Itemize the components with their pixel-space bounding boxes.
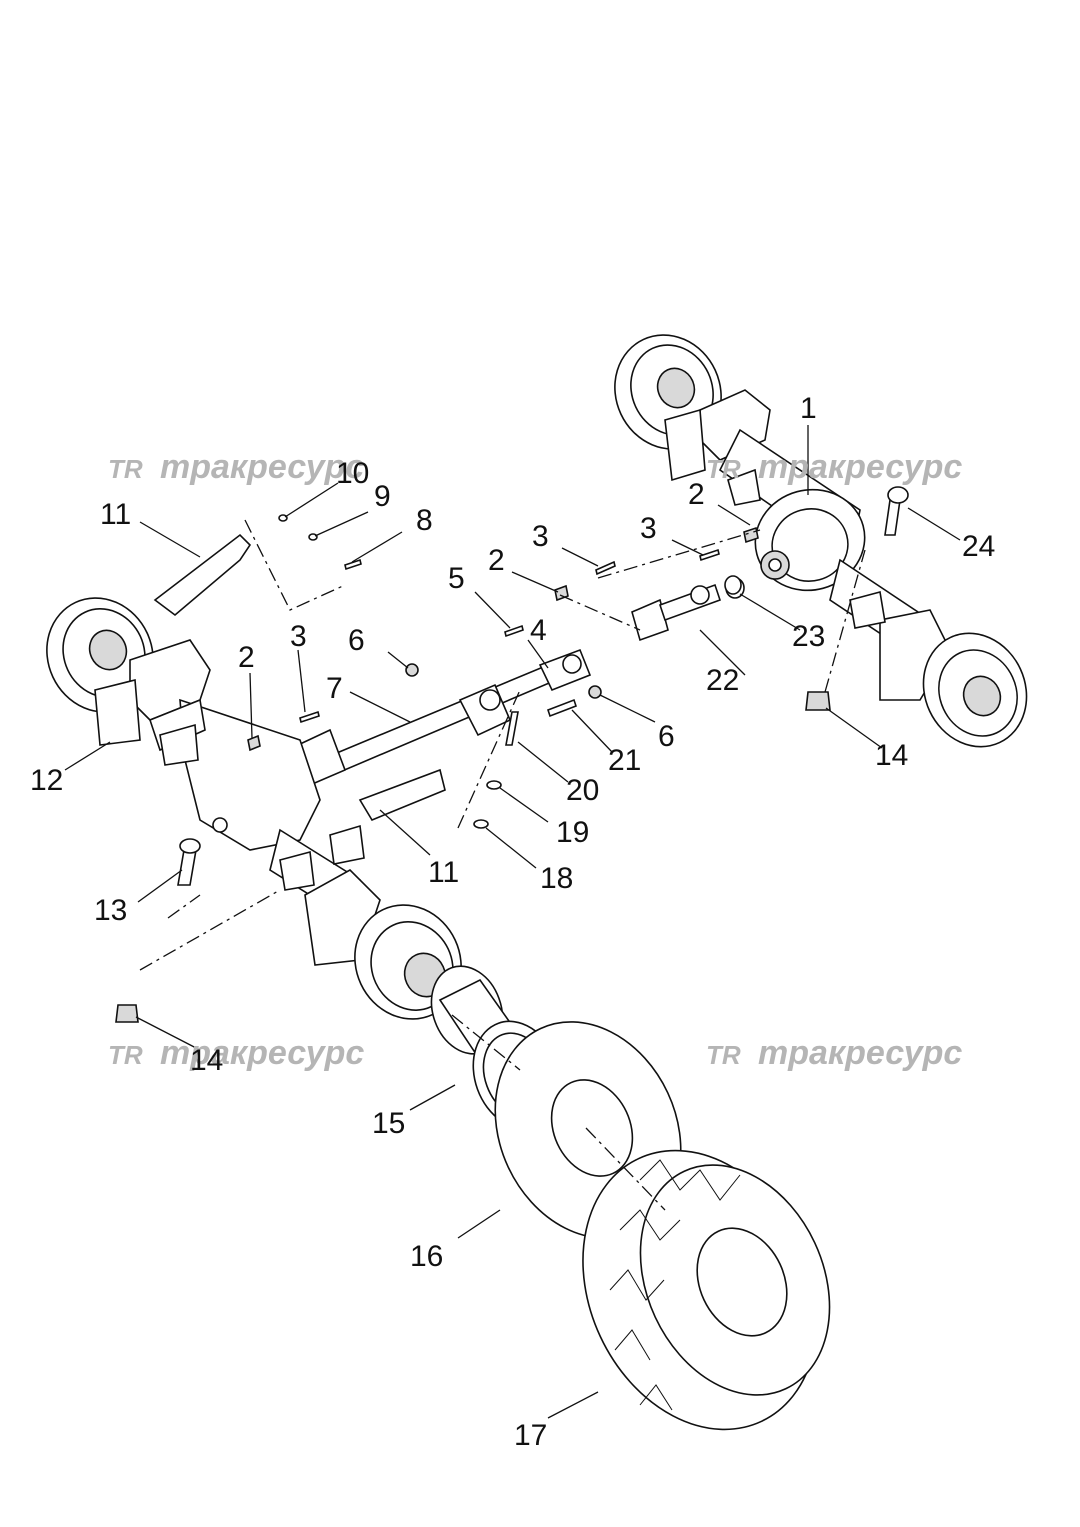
callout-4: 4 <box>530 614 547 647</box>
watermark-top-right: TR тракресурс <box>706 448 962 486</box>
callout-6: 6 <box>348 624 365 657</box>
watermark-top-left: TR тракресурс <box>108 448 364 486</box>
callout-8: 8 <box>416 504 433 537</box>
callout-11: 11 <box>428 856 459 889</box>
callout-1: 1 <box>800 392 817 425</box>
callout-23: 23 <box>792 620 825 653</box>
leader-lines <box>64 425 961 1419</box>
callout-9: 9 <box>374 480 391 513</box>
watermark-logo: TR <box>706 1040 741 1070</box>
watermark-logo: TR <box>706 454 741 484</box>
callout-3: 3 <box>290 620 307 653</box>
callout-20: 20 <box>566 774 599 807</box>
watermark-bottom-right: TR тракресурс <box>706 1034 962 1072</box>
front-axle-assembly <box>46 514 462 1023</box>
callout-2: 2 <box>688 478 705 511</box>
watermark-text: тракресурс <box>160 1034 364 1072</box>
callout-12: 12 <box>30 764 63 797</box>
watermark-logo: TR <box>108 454 143 484</box>
callout-18: 18 <box>540 862 573 895</box>
rear-axle-assembly <box>614 334 1028 748</box>
callout-2: 2 <box>488 544 505 577</box>
callout-2: 2 <box>238 641 255 674</box>
callout-14: 14 <box>875 739 908 772</box>
callout-22: 22 <box>706 664 739 697</box>
watermark-text: тракресурс <box>758 448 962 486</box>
callout-7: 7 <box>326 672 343 705</box>
callout-19: 19 <box>556 816 589 849</box>
callout-6: 6 <box>658 720 675 753</box>
callout-16: 16 <box>410 1240 443 1273</box>
callout-3: 3 <box>640 512 657 545</box>
callout-14: 14 <box>190 1044 223 1077</box>
watermark-bottom-left: TR тракресурс <box>108 1034 364 1072</box>
callout-21: 21 <box>608 744 641 777</box>
callout-labels: 1 2 3 24 3 2 23 22 14 10 9 8 11 5 4 6 2 … <box>30 392 995 1452</box>
propeller-shaft-assembly <box>297 526 759 829</box>
callout-10: 10 <box>336 457 369 490</box>
callout-15: 15 <box>372 1107 405 1140</box>
watermark-logo: TR <box>108 1040 143 1070</box>
watermark-text: тракресурс <box>758 1034 962 1072</box>
callout-5: 5 <box>448 562 465 595</box>
callout-13: 13 <box>94 894 127 927</box>
callout-11: 11 <box>100 498 131 531</box>
callout-24: 24 <box>962 530 995 563</box>
wheel-parts <box>430 965 831 1431</box>
callout-17: 17 <box>514 1419 547 1452</box>
watermark-text: тракресурс <box>160 448 364 486</box>
callout-3: 3 <box>532 520 549 553</box>
